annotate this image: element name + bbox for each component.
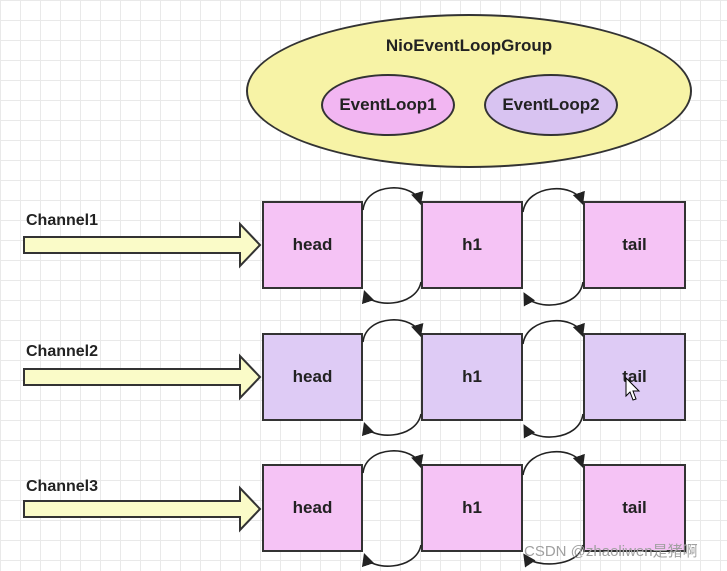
- channel1-tail-h1-prev-arrow: [523, 281, 584, 307]
- channel2-head-node: head: [262, 333, 363, 421]
- channel1-h1-node: h1: [421, 201, 523, 289]
- channel2-input-arrow: [23, 353, 262, 401]
- watermark-text: CSDN @zhaoliwen是猪啊: [524, 543, 698, 560]
- channel3-h1-tail-next-arrow: [522, 451, 585, 476]
- channel3-input-arrow: [23, 485, 262, 533]
- channel3-tail-h1-prev-arrow: [523, 544, 584, 568]
- mouse-cursor-icon: [625, 376, 641, 401]
- channel1-h1-head-prev-arrow: [361, 281, 422, 305]
- channel2-h1-tail-next-arrow: [522, 320, 585, 345]
- channel2-head-h1-next-arrow: [362, 319, 424, 343]
- channel3-h1-head-prev-arrow: [361, 544, 422, 568]
- event-loop-2: EventLoop2: [484, 74, 618, 136]
- event-loop-1: EventLoop1: [321, 74, 455, 136]
- channel-label-3: Channel3: [26, 478, 99, 495]
- channel1-head-h1-next-arrow: [362, 187, 424, 211]
- channel2-h1-head-prev-arrow: [361, 413, 422, 437]
- channel1-input-arrow: [23, 221, 262, 269]
- channel3-tail-node: tail: [583, 464, 686, 552]
- channel1-tail-node: tail: [583, 201, 686, 289]
- channel2-tail-h1-prev-arrow: [523, 413, 584, 439]
- channel-label-2: Channel2: [26, 343, 99, 360]
- channel3-h1-node: h1: [421, 464, 523, 552]
- event-loop-group-title: NioEventLoopGroup: [385, 36, 553, 55]
- channel2-tail-node: tail: [583, 333, 686, 421]
- channel2-h1-node: h1: [421, 333, 523, 421]
- channel1-h1-tail-next-arrow: [522, 188, 585, 213]
- channel3-head-h1-next-arrow: [362, 450, 424, 474]
- channel1-head-node: head: [262, 201, 363, 289]
- channel-label-1: Channel1: [26, 212, 99, 229]
- event-loop-group: [246, 14, 692, 168]
- channel3-head-node: head: [262, 464, 363, 552]
